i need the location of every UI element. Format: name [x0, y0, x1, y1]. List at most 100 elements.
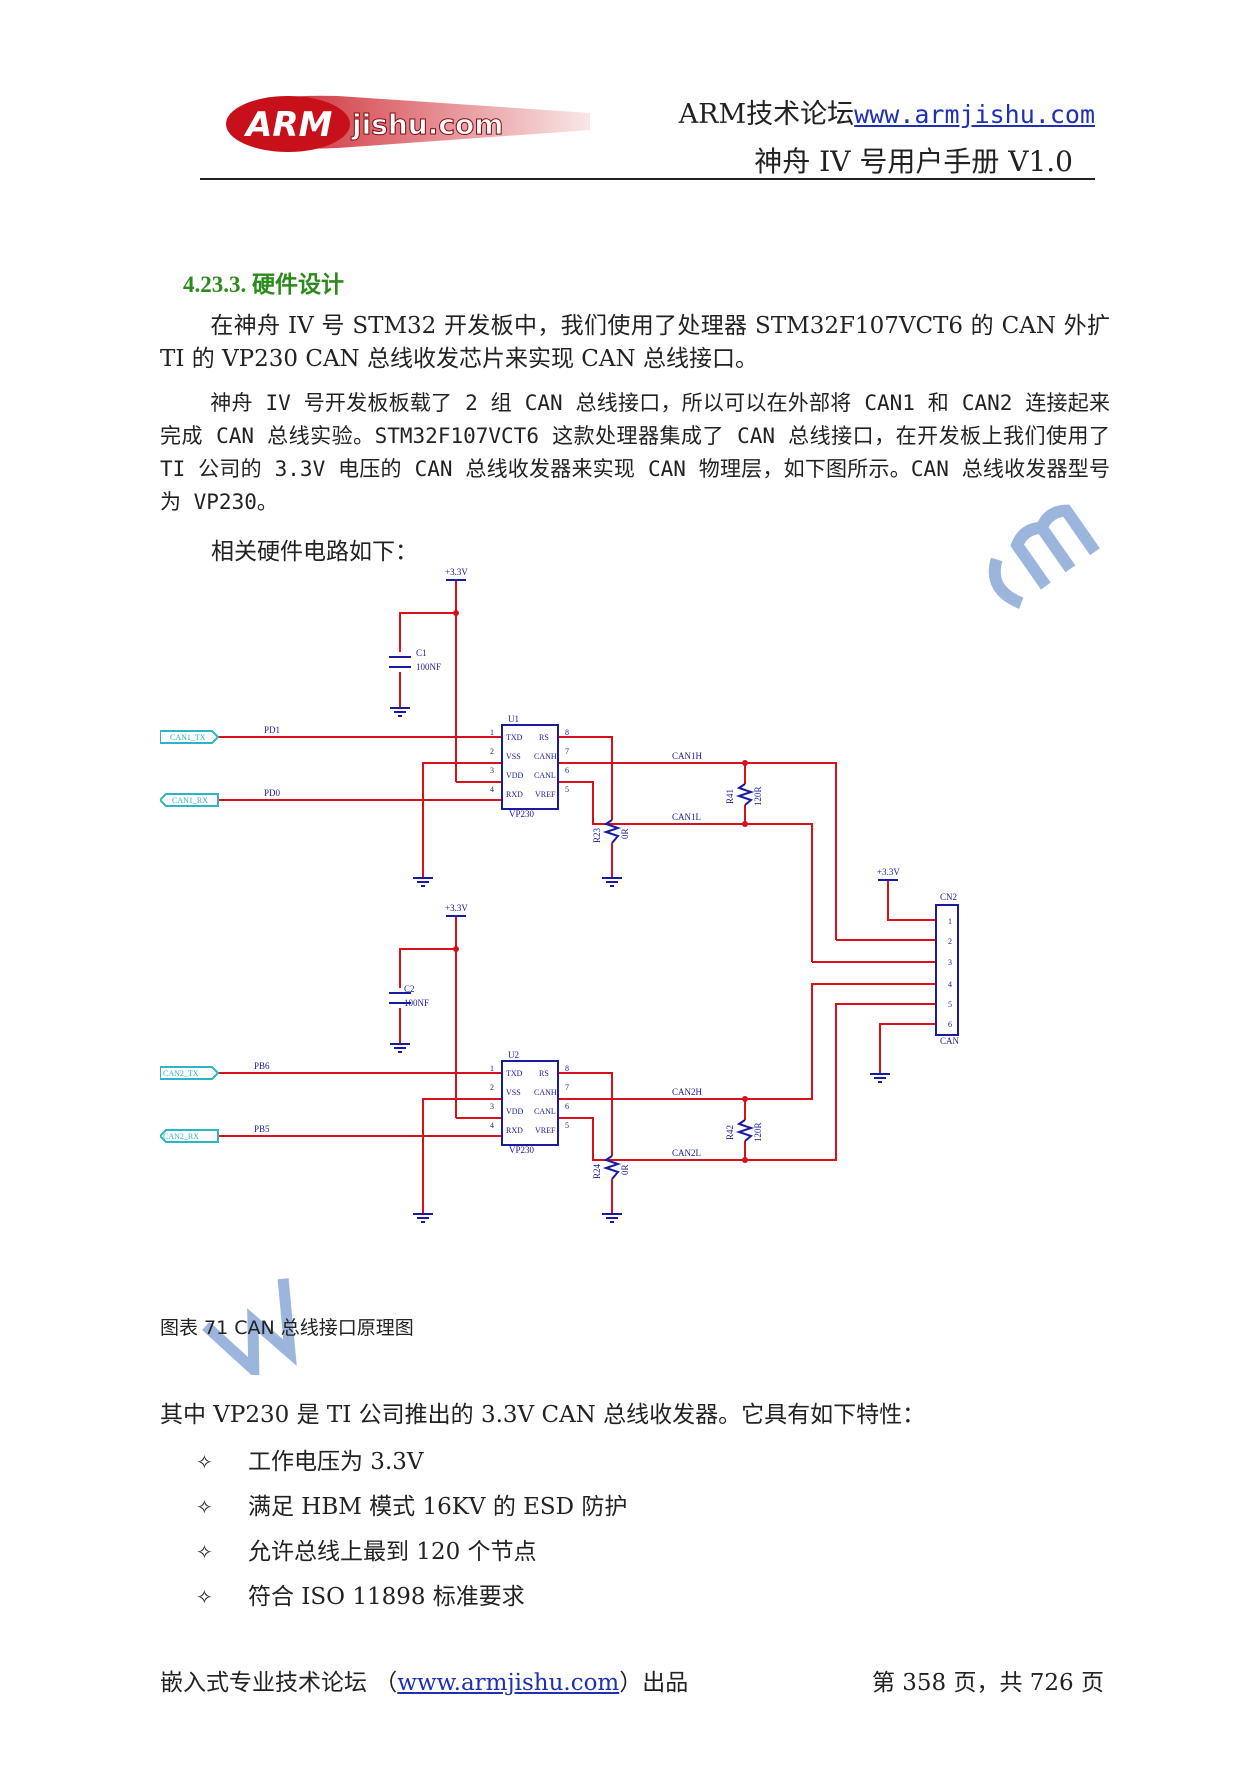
paragraph-can-description: 神舟 IV 号开发板板载了 2 组 CAN 总线接口，所以可以在外部将 CAN1… [160, 387, 1110, 519]
r24-value: 0R [620, 1164, 630, 1175]
page-number: 第 358 页，共 726 页 [871, 1670, 1104, 1696]
u2-pin-num: 3 [490, 1102, 494, 1111]
cn2-pin: 6 [948, 1020, 952, 1029]
c1-value: 100NF [416, 662, 441, 672]
u2-pin-num: 8 [565, 1064, 569, 1073]
net-pb5: PB5 [254, 1124, 270, 1134]
cn2-ref: CN2 [940, 892, 957, 902]
u1-part: VP230 [509, 809, 535, 819]
paragraph-circuit-intro: 相关硬件电路如下： [211, 539, 418, 565]
u2-pin-rs: RS [539, 1069, 549, 1078]
forum-label: ARM技术论坛 [678, 99, 855, 130]
cn2-pin: 1 [948, 917, 952, 926]
u1-pin-canl: CANL [534, 771, 556, 780]
forum-header: ARM技术论坛www.armjishu.com [679, 92, 1095, 131]
net-can2h: CAN2H [672, 1087, 703, 1097]
feature-item: ✧ 允许总线上最到 120 个节点 [196, 1532, 537, 1566]
net-pd1: PD1 [264, 725, 280, 735]
r42-value: 120R [753, 1122, 763, 1142]
diamond-bullet-icon: ✧ [196, 1540, 213, 1564]
svg-text:jishu.com: jishu.com [351, 108, 503, 141]
u2-pin-vref: VREF [535, 1126, 556, 1135]
footer-link[interactable]: www.armjishu.com [397, 1670, 620, 1696]
c1-ref: C1 [416, 648, 427, 658]
footer-publisher: 嵌入式专业技术论坛 （www.armjishu.com）出品 [160, 1663, 688, 1697]
r41-value: 120R [753, 786, 763, 806]
c2-value: 100NF [404, 998, 429, 1008]
diamond-bullet-icon: ✧ [196, 1495, 213, 1519]
feature-item: ✧ 符合 ISO 11898 标准要求 [196, 1577, 525, 1611]
u1-pin-num: 6 [565, 766, 569, 775]
net-pb6: PB6 [254, 1061, 270, 1071]
flag-can1-tx: CAN1_TX [170, 733, 206, 742]
u2-pin-num: 7 [565, 1083, 569, 1092]
u2-pin-rxd: RXD [506, 1126, 523, 1135]
r24-ref: R24 [592, 1163, 602, 1179]
manual-title: 神舟 IV 号用户手册 V1.0 [754, 145, 1073, 178]
net-can1h: CAN1H [672, 751, 703, 761]
u1-pin-num: 1 [490, 728, 494, 737]
flag-can2-rx: CAN2_RX [163, 1132, 199, 1141]
feature-item: ✧ 工作电压为 3.3V [196, 1442, 424, 1476]
u1-pin-vdd: VDD [506, 771, 524, 780]
u2-pin-num: 6 [565, 1102, 569, 1111]
cn2-pin: 3 [948, 958, 952, 967]
flag-can1-rx: CAN1_RX [172, 796, 208, 805]
u1-pin-txd: TXD [506, 733, 523, 742]
power-label-2: +3.3V [445, 903, 468, 913]
paragraph-can-text: 神舟 IV 号开发板板载了 2 组 CAN 总线接口，所以可以在外部将 CAN1… [160, 391, 1110, 514]
can-schematic: +3.3V +3.3V +3.3V C1 100NF C2 100NF U1 U… [160, 567, 960, 1223]
u2-pin-vss: VSS [506, 1088, 521, 1097]
forum-link[interactable]: www.armjishu.com [854, 100, 1095, 129]
u2-pin-vdd: VDD [506, 1107, 524, 1116]
feature-text: 工作电压为 3.3V [248, 1449, 424, 1475]
u1-pin-rxd: RXD [506, 790, 523, 799]
paragraph-intro: 在神舟 IV 号 STM32 开发板中，我们使用了处理器 STM32F107VC… [160, 310, 1110, 376]
c2-ref: C2 [404, 984, 415, 994]
feature-text: 允许总线上最到 120 个节点 [248, 1539, 537, 1565]
u1-pin-canh: CANH [534, 752, 557, 761]
cn2-pin: 2 [948, 937, 952, 946]
footer-suffix: ）出品 [619, 1670, 689, 1696]
u2-pin-canh: CANH [534, 1088, 557, 1097]
net-can2l: CAN2L [672, 1148, 701, 1158]
u1-pin-num: 3 [490, 766, 494, 775]
u2-part: VP230 [509, 1145, 535, 1155]
flag-can2-tx: CAN2_TX [163, 1069, 199, 1078]
feature-text: 满足 HBM 模式 16KV 的 ESD 防护 [248, 1494, 628, 1520]
u1-ref: U1 [508, 714, 519, 724]
power-label-1: +3.3V [445, 567, 468, 577]
u1-pin-num: 4 [490, 785, 494, 794]
section-heading: 4.23.3. 硬件设计 [183, 272, 344, 297]
feature-item: ✧ 满足 HBM 模式 16KV 的 ESD 防护 [196, 1487, 627, 1521]
cn2-pin: 4 [948, 980, 952, 989]
net-pd0: PD0 [264, 788, 281, 798]
paragraph-intro-text: 在神舟 IV 号 STM32 开发板中，我们使用了处理器 STM32F107VC… [160, 313, 1110, 372]
u2-pin-num: 4 [490, 1121, 494, 1130]
u1-pin-num: 8 [565, 728, 569, 737]
header-divider [200, 178, 1095, 180]
u1-pin-vss: VSS [506, 752, 521, 761]
watermark-om [988, 504, 1100, 609]
net-can1l: CAN1L [672, 812, 701, 822]
u1-pin-vref: VREF [535, 790, 556, 799]
feature-text: 符合 ISO 11898 标准要求 [248, 1584, 525, 1610]
u1-pin-num: 2 [490, 747, 494, 756]
cn2-pin: 5 [948, 1000, 952, 1009]
r42-ref: R42 [725, 1125, 735, 1140]
r41-ref: R41 [725, 789, 735, 804]
u2-pin-txd: TXD [506, 1069, 523, 1078]
paragraph-features-intro: 其中 VP230 是 TI 公司推出的 3.3V CAN 总线收发器。它具有如下… [160, 1402, 926, 1428]
r23-value: 0R [620, 828, 630, 839]
u2-pin-canl: CANL [534, 1107, 556, 1116]
svg-text:ARM: ARM [243, 105, 332, 145]
u1-pin-num: 5 [565, 785, 569, 794]
u2-ref: U2 [508, 1050, 519, 1060]
diamond-bullet-icon: ✧ [196, 1450, 213, 1474]
diamond-bullet-icon: ✧ [196, 1585, 213, 1609]
watermark-w [202, 1278, 297, 1375]
armjishu-logo: ARM jishu.com [226, 95, 590, 152]
u2-pin-num: 1 [490, 1064, 494, 1073]
power-label-3: +3.3V [877, 867, 900, 877]
u1-pin-rs: RS [539, 733, 549, 742]
